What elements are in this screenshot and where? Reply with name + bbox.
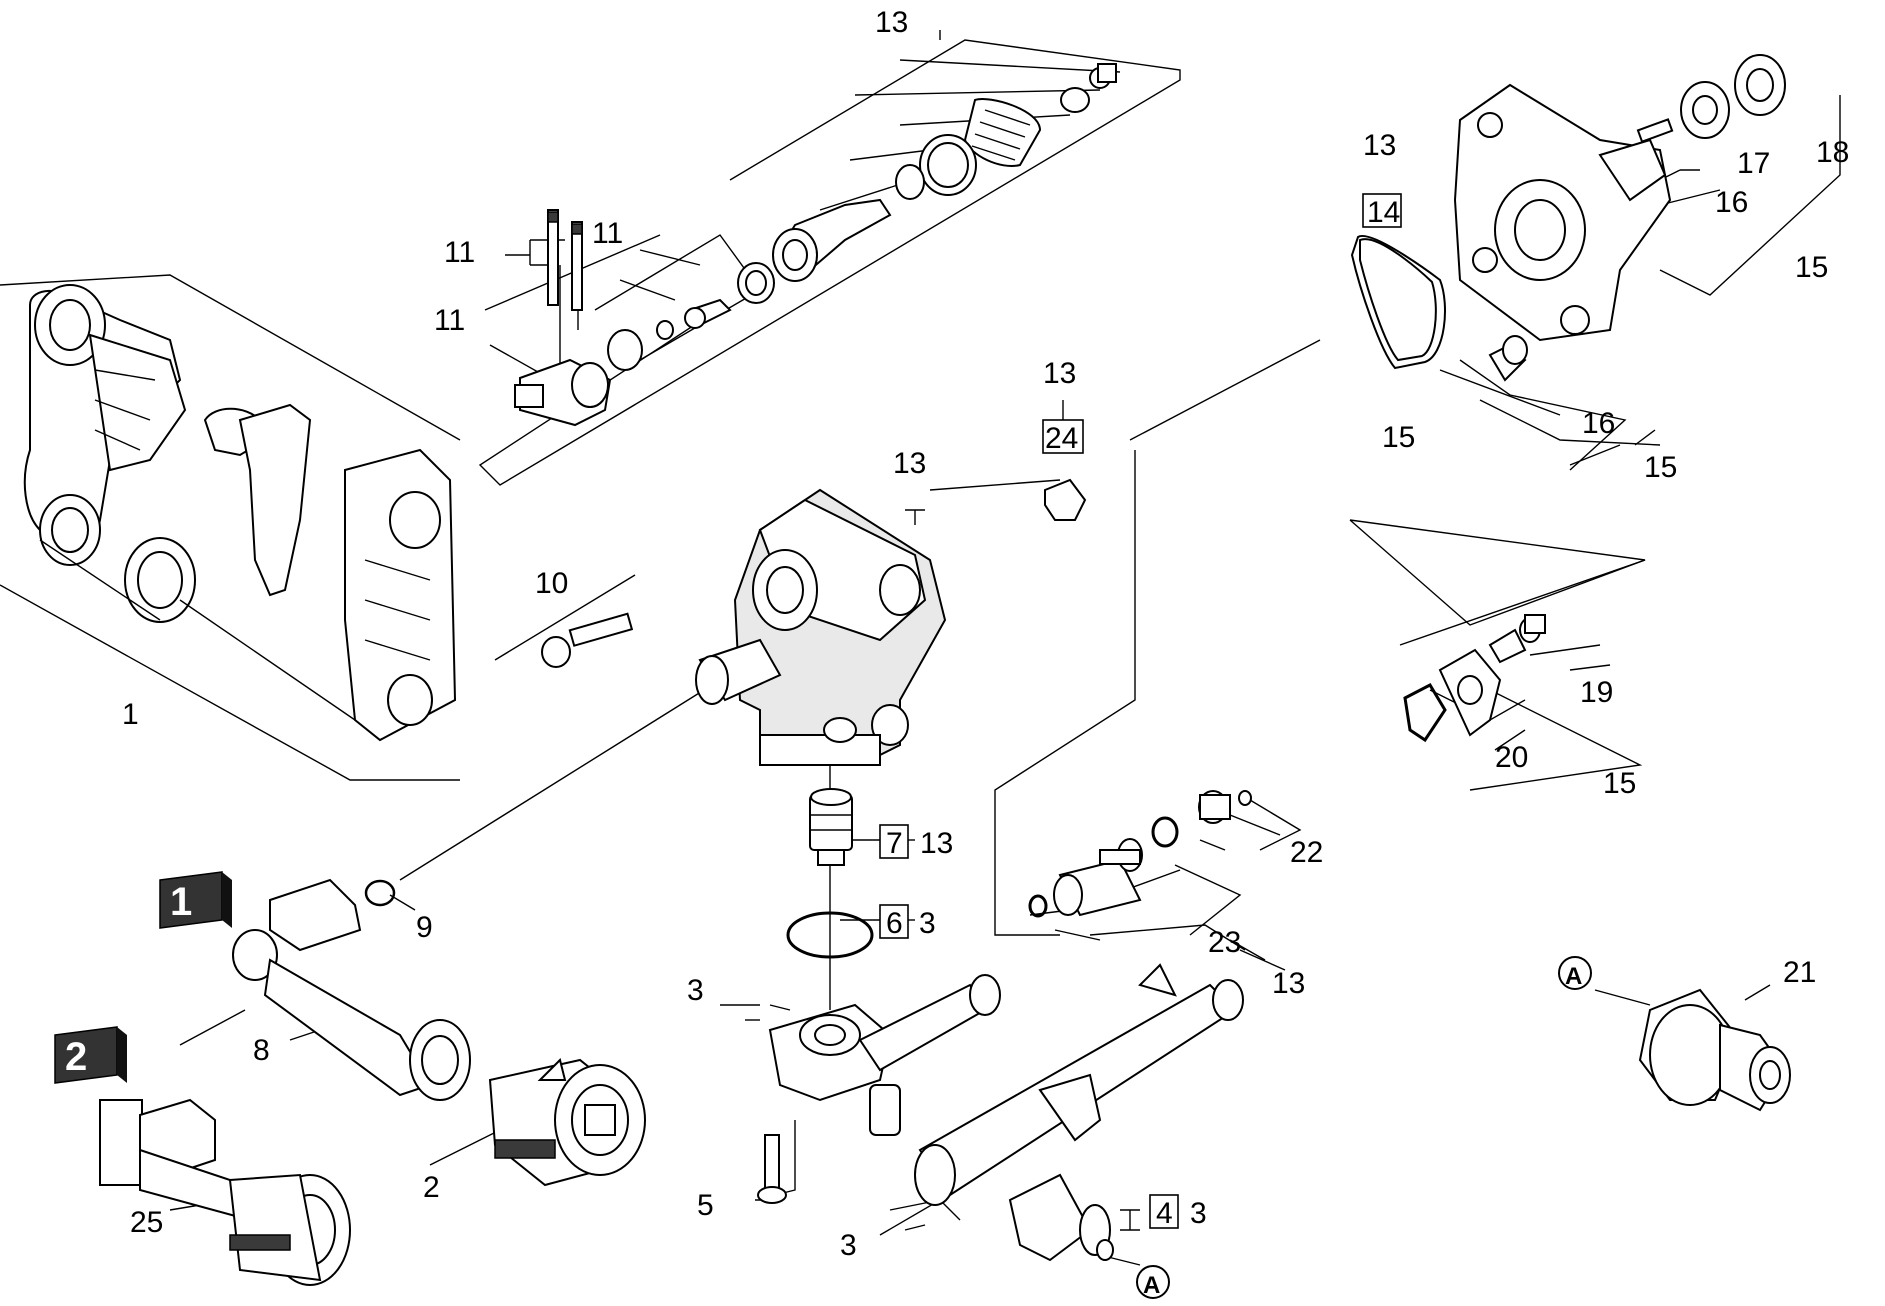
label-17: 17 — [1737, 147, 1770, 180]
svg-text:1: 1 — [170, 880, 192, 924]
label-7: 7 — [886, 827, 903, 860]
label-15-d: 15 — [1603, 767, 1636, 800]
label-14: 14 — [1367, 196, 1400, 229]
label-16-a: 16 — [1715, 186, 1748, 219]
parts-19-20 — [1403, 614, 1546, 743]
label-3-upper: 3 — [687, 974, 704, 1007]
variant-marker-1: 1 — [159, 871, 232, 929]
label-10: 10 — [535, 567, 568, 600]
valve-stack-top — [514, 63, 1117, 427]
label-13-mid: 13 — [1043, 357, 1076, 390]
svg-text:A: A — [1565, 963, 1582, 990]
label-13-top: 13 — [875, 6, 908, 39]
label-15-a: 15 — [1382, 421, 1415, 454]
part-1-bracket — [23, 284, 457, 742]
parts-22-23 — [1028, 790, 1252, 918]
right-housing-group — [1350, 54, 1786, 382]
lower-connector-parts — [99, 878, 1791, 1286]
label-6: 6 — [886, 907, 903, 940]
label-2: 2 — [423, 1171, 440, 1204]
label-18: 18 — [1816, 136, 1849, 169]
label-9: 9 — [416, 911, 433, 944]
label-15-c: 15 — [1644, 451, 1677, 484]
connector-a-marker-bottom: A — [1136, 1265, 1170, 1299]
pump-housing — [541, 478, 1087, 1204]
label-3-lance: 3 — [1190, 1197, 1207, 1230]
variant-marker-2: 2 — [54, 1026, 127, 1084]
label-13-seven: 13 — [920, 827, 953, 860]
part-labels: 1 2 3 3 3 3 5 8 9 10 11 11 11 13 13 13 1… — [122, 6, 1849, 1262]
label-22: 22 — [1290, 836, 1323, 869]
label-15-b: 15 — [1795, 251, 1828, 284]
label-11-right: 11 — [592, 217, 623, 250]
label-25: 25 — [130, 1206, 163, 1239]
label-4: 4 — [1156, 1197, 1173, 1230]
boxed-refs: 14 24 7 6 4 — [879, 193, 1402, 1230]
label-3-right: 3 — [919, 907, 936, 940]
label-13-right: 13 — [1363, 129, 1396, 162]
label-19: 19 — [1580, 676, 1613, 709]
label-11-left: 11 — [444, 236, 475, 269]
svg-text:2: 2 — [65, 1035, 87, 1079]
label-23: 23 — [1208, 926, 1241, 959]
label-16-b: 16 — [1582, 407, 1615, 440]
label-5: 5 — [697, 1189, 714, 1222]
label-8: 8 — [253, 1034, 270, 1067]
label-1: 1 — [122, 698, 139, 731]
label-3-lower: 3 — [840, 1229, 857, 1262]
label-13-23: 13 — [1272, 967, 1305, 1000]
connector-a-marker-right: A — [1558, 956, 1592, 990]
label-13-housing: 13 — [893, 447, 926, 480]
label-20: 20 — [1495, 741, 1528, 774]
label-24: 24 — [1045, 422, 1078, 455]
label-21: 21 — [1783, 956, 1816, 989]
svg-text:A: A — [1143, 1272, 1160, 1299]
label-11-lower: 11 — [434, 304, 465, 337]
